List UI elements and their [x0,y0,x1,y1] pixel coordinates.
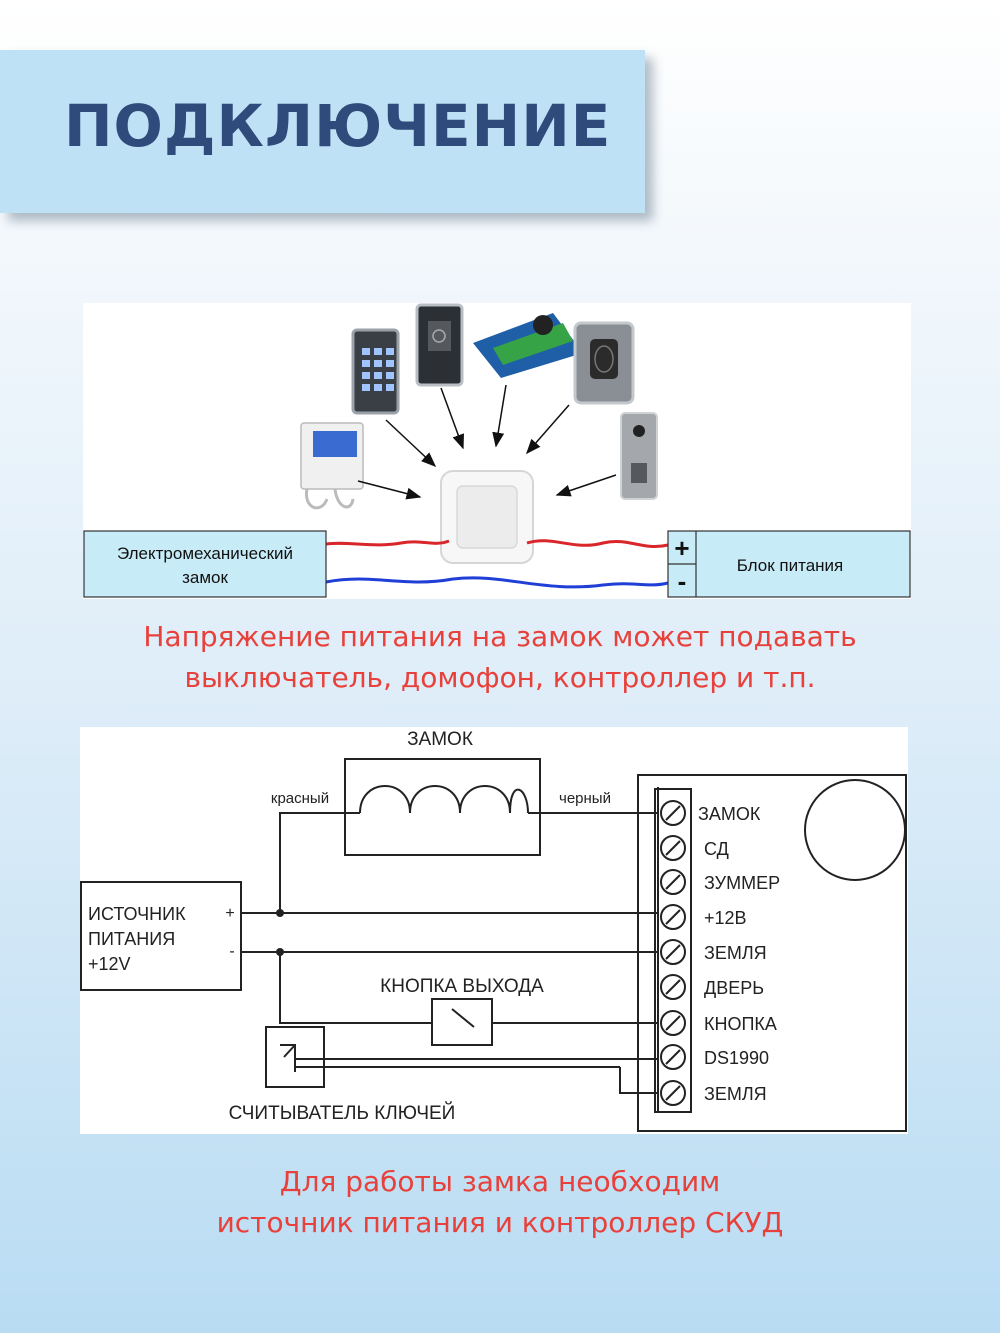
screw-slot [665,1085,681,1101]
screw-slot [665,874,681,890]
minus-terminal: - [678,566,687,596]
wall-switch-icon [440,470,534,564]
connection-illustration: Электромеханический замок + - Блок питан… [83,303,911,599]
fingerprint-reader-icon [573,321,635,405]
exit-button-label: КНОПКА ВЫХОДА [380,976,544,997]
caption-2-line-1: Для работы замка необходим [279,1165,721,1198]
psu-label-line3: +12V [88,954,131,974]
lock-coil-box [344,758,541,856]
terminal-label: СД [704,839,729,859]
screw-slot [665,909,681,925]
caption-1-line-2: выключатель, домофон, контроллер и т.п. [184,661,816,694]
coil-icon [359,785,529,814]
terminal-label: ЗЕМЛЯ [704,943,767,963]
lock-label-line1: Электромеханический [117,544,293,563]
negative-wire [325,576,669,589]
caption-2: Для работы замка необходим источник пита… [0,1161,1000,1243]
keypad-reader-icon [351,328,400,415]
caption-1: Напряжение питания на замок может подава… [0,616,1000,698]
lock-box [83,530,327,598]
psu-plus: + [225,905,234,922]
screw-terminals [660,800,686,1106]
card-reader-icon [415,303,464,387]
lock-label-line2: замок [182,568,228,587]
psu-label-line2: ПИТАНИЯ [88,929,175,949]
positive-wire [325,539,450,547]
positive-wire-right [526,539,669,548]
reader-box [265,1026,325,1088]
page-title: ПОДКЛЮЧЕНИЕ [64,92,612,160]
red-wire-label: красный [271,790,329,807]
black-wire-label: черный [559,790,611,807]
plus-terminal: + [674,533,689,563]
lock-title: ЗАМОК [407,729,473,750]
terminal-label: ЗАМОК [698,804,761,824]
terminal-label: ДВЕРЬ [704,978,764,998]
screw-slot [665,979,681,995]
terminal-label: DS1990 [704,1048,769,1068]
psu-label-line1: ИСТОЧНИК [88,904,186,924]
psu-box [80,881,242,991]
reader-label: СЧИТЫВАТЕЛЬ КЛЮЧЕЙ [229,1102,456,1124]
exit-button-box [431,998,493,1046]
red-wire [279,812,360,913]
controller-board-icon [473,313,583,378]
call-panel-icon [620,412,658,500]
screw-slot [665,1015,681,1031]
controller-box [637,774,907,1132]
terminal-label: КНОПКА [704,1014,777,1034]
junction-dot [276,948,284,956]
schematic-svg: ЗАМОК красный черный ИСТОЧНИК ПИТАНИЯ +1… [80,729,907,1132]
screw-slot [665,1049,681,1065]
terminal-label: ЗЕМЛЯ [704,1084,767,1104]
psu-label: Блок питания [737,556,844,575]
psu-box [667,530,911,598]
screw-slot [665,805,681,821]
switch-contact [451,1008,475,1028]
title-banner [0,50,645,213]
terminal-label: ЗУММЕР [704,873,780,893]
junction-dot [276,909,284,917]
caption-2-line-2: источник питания и контроллер СКУД [216,1206,784,1239]
video-intercom-icon [300,422,364,510]
terminal-block [654,788,692,1113]
wiring-schematic: ЗАМОК красный черный ИСТОЧНИК ПИТАНИЯ +1… [80,727,908,1134]
terminal-labels: ЗАМОКСДЗУММЕР+12ВЗЕМЛЯДВЕРЬКНОПКАDS1990З… [698,804,780,1104]
psu-minus: - [229,943,234,960]
caption-1-line-1: Напряжение питания на замок может подава… [143,620,857,653]
buzzer-icon [804,779,906,881]
screw-slot [665,840,681,856]
screw-slot [665,944,681,960]
arrows [357,384,617,500]
terminal-label: +12В [704,908,747,928]
illustration-svg: Электромеханический замок + - Блок питан… [83,303,911,598]
